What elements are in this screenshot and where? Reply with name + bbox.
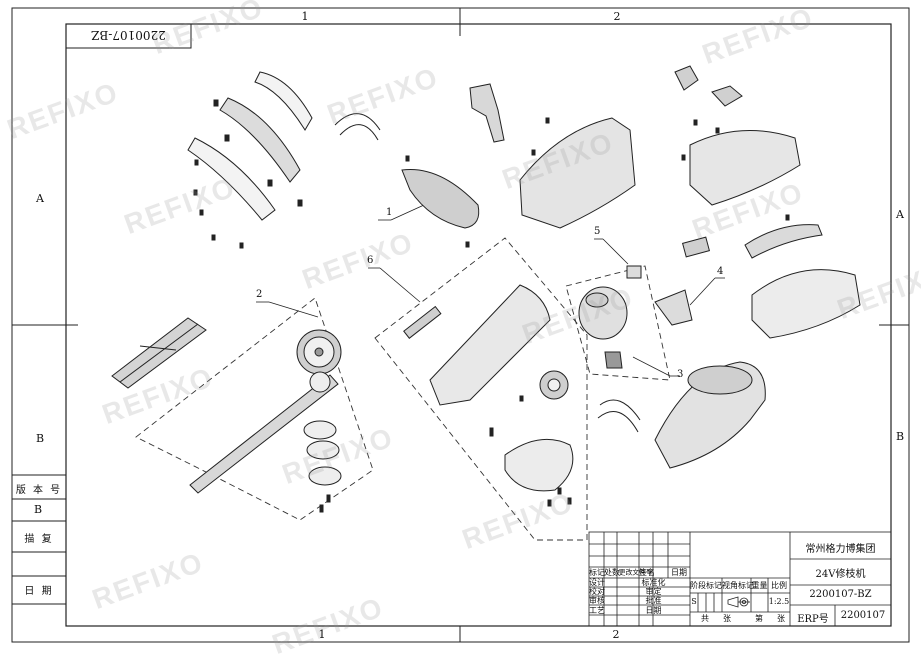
date-label: 日 期 (24, 586, 54, 597)
zone-right-b: B (895, 430, 905, 443)
code-box (65, 23, 192, 49)
role-review: 审核 (589, 596, 605, 605)
erp-number: 2200107 (840, 610, 886, 621)
group-outlines (135, 237, 671, 541)
zone-left-b: B (35, 432, 45, 445)
stage-value: S (691, 597, 697, 606)
role-check: 校对 (589, 587, 605, 596)
callout-2: 2 (256, 289, 263, 300)
trace-label: 描 复 (24, 534, 54, 545)
zone-bottom-2: 2 (612, 628, 620, 641)
rev-header-file: 更改文件号 (618, 568, 653, 577)
role-design: 设计 (589, 578, 605, 587)
zone-top-1: 1 (301, 10, 309, 23)
drawing-code-mirrored: 2200107-BZ (91, 28, 166, 42)
zone-left-a: A (36, 192, 44, 205)
total-label: 共 (701, 614, 709, 623)
product-name: 24V修枝机 (815, 569, 866, 580)
callout-3: 3 (677, 369, 684, 380)
version-label: 版 本 号 (15, 485, 63, 496)
projection-label: 视角标记 (722, 581, 754, 590)
rev-header-sign: 签名 (639, 568, 655, 577)
zone-right-a: A (896, 208, 904, 221)
scale-label: 比例 (771, 581, 787, 590)
zone-bottom-1: 1 (318, 628, 326, 641)
weight-label: 重量 (751, 581, 768, 590)
role-standard: 标准化 (641, 578, 666, 587)
callout-4: 4 (717, 266, 724, 277)
sheet-label: 张 (777, 614, 785, 623)
rev-header-count: 处数 (604, 568, 620, 577)
role-date: 日期 (645, 606, 662, 615)
sheets-label: 张 (723, 614, 731, 623)
scale-value: 1:2.5 (768, 597, 790, 606)
rev-header-mark: 标记 (589, 568, 605, 577)
erp-label: ERP号 (797, 614, 829, 625)
leader-lines (256, 204, 725, 377)
role-process: 工艺 (589, 606, 605, 615)
rev-header-date: 日期 (671, 568, 687, 577)
role-approve: 审定 (645, 587, 662, 596)
callout-6: 6 (367, 255, 374, 266)
version-value: B (33, 503, 45, 516)
title-block-lines (588, 531, 892, 627)
drawing-number: 2200107-BZ (809, 589, 872, 600)
projection-symbol (727, 596, 750, 608)
page-label: 第 (755, 614, 763, 623)
parts (111, 65, 861, 513)
callout-5: 5 (594, 226, 601, 237)
stage-label: 阶段标记 (690, 581, 722, 590)
zone-top-2: 2 (613, 10, 621, 23)
role-authorize: 批准 (645, 596, 662, 605)
company-name: 常州格力博集团 (805, 544, 876, 555)
callout-1: 1 (386, 207, 393, 218)
